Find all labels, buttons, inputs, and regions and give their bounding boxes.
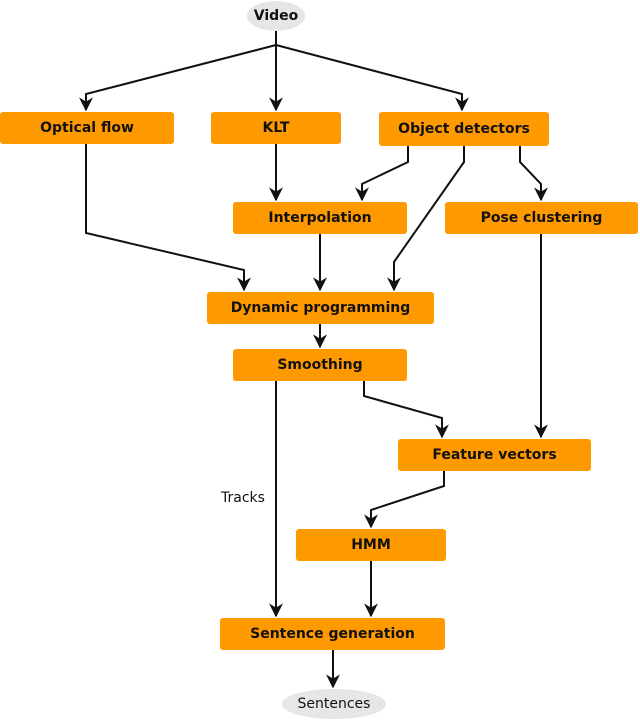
edge-object-detectors-dynamic-programming xyxy=(387,146,465,292)
edge-object-detectors-interpolation xyxy=(355,146,409,202)
edge-smoothing-feature-vectors xyxy=(363,381,449,439)
node-pose-clustering: Pose clustering xyxy=(445,202,638,234)
edge-video-object-detectors xyxy=(275,44,469,112)
node-feature-vectors: Feature vectors xyxy=(398,439,591,471)
node-video: Video xyxy=(247,1,305,31)
node-sentence-generation: Sentence generation xyxy=(220,618,445,650)
edge-feature-vectors-hmm xyxy=(364,471,445,529)
node-smoothing: Smoothing xyxy=(233,349,407,381)
node-hmm: HMM xyxy=(296,529,446,561)
node-klt: KLT xyxy=(211,112,341,144)
node-sentences: Sentences xyxy=(282,689,386,719)
node-interpolation: Interpolation xyxy=(233,202,407,234)
edge-optical-flow-dynamic-programming xyxy=(85,144,251,292)
edge-object-detectors-pose-clustering xyxy=(519,146,548,202)
edge-video-optical-flow xyxy=(79,44,277,112)
edge-label-tracks: Tracks xyxy=(221,490,265,506)
node-object-detectors: Object detectors xyxy=(379,112,549,146)
node-optical-flow: Optical flow xyxy=(0,112,174,144)
node-dynamic-programming: Dynamic programming xyxy=(207,292,434,324)
